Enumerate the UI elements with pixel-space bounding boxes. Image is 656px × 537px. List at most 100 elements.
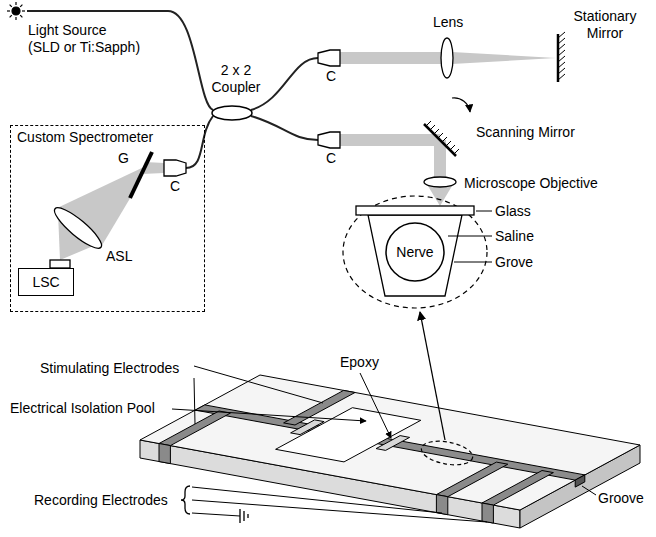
part-name: Nerve bbox=[396, 244, 433, 261]
label-anchor: Groove bbox=[598, 490, 644, 507]
label-anchor: 2 x 2 Coupler bbox=[206, 62, 266, 96]
mirror-hatch bbox=[434, 129, 439, 134]
part-label: C bbox=[170, 178, 180, 195]
sun-core bbox=[12, 7, 20, 15]
leader-line bbox=[194, 378, 195, 424]
label-anchor: Microscope Objective bbox=[464, 175, 598, 192]
label-anchor: Lens bbox=[433, 14, 463, 31]
leader-line bbox=[582, 486, 596, 495]
part-label: Light Source (SLD or Ti:Sapph) bbox=[28, 22, 160, 56]
mirror-hatch bbox=[430, 125, 435, 130]
part-label: ASL bbox=[106, 248, 132, 265]
label-anchor: ASL bbox=[106, 248, 132, 265]
mirror-hatch bbox=[558, 38, 565, 44]
recording-electrode bbox=[436, 495, 447, 515]
leader-line bbox=[448, 236, 492, 237]
fiber-coupler bbox=[212, 106, 252, 120]
recording-electrode bbox=[436, 462, 507, 497]
leader-line bbox=[476, 211, 492, 212]
epoxy-seal bbox=[376, 436, 410, 451]
leader-arrow bbox=[172, 409, 366, 421]
sun-ray bbox=[10, 5, 12, 7]
mirror-hatch bbox=[454, 149, 459, 154]
nerve-outline bbox=[386, 223, 444, 281]
label-anchor: C bbox=[326, 68, 336, 85]
groove-channel bbox=[195, 405, 585, 480]
mirror-hatch bbox=[558, 62, 565, 68]
label-anchor: Glass bbox=[495, 203, 531, 220]
label-anchor: Recording Electrodes bbox=[34, 492, 168, 509]
ground-symbol bbox=[239, 509, 240, 523]
light-beam bbox=[452, 52, 556, 64]
ground-symbol bbox=[247, 514, 248, 518]
label-anchor: Scanning Mirror bbox=[476, 124, 575, 141]
light-beam bbox=[340, 134, 440, 146]
groove-end bbox=[575, 475, 585, 487]
light-beam bbox=[340, 52, 444, 64]
label-anchor: Epoxy bbox=[340, 354, 379, 371]
label-anchor: Light Source (SLD or Ti:Sapph) bbox=[28, 22, 160, 56]
leader-line bbox=[194, 366, 323, 403]
part-label: Electrical Isolation Pool bbox=[10, 400, 155, 417]
part-label: Recording Electrodes bbox=[34, 492, 168, 509]
part-label: C bbox=[326, 150, 336, 167]
mirror-surface bbox=[557, 34, 560, 82]
spectrometer-box: Custom SpectrometerLSC bbox=[10, 125, 205, 312]
board-leaders bbox=[172, 312, 596, 523]
collimator-symbol bbox=[164, 160, 186, 176]
label-anchor: Stimulating Electrodes bbox=[40, 360, 179, 377]
part-label: Stationary Mirror bbox=[563, 8, 647, 42]
objective-lens bbox=[424, 177, 456, 187]
part-name: LSC bbox=[32, 274, 59, 291]
nerve-chamber bbox=[140, 375, 640, 528]
camera-box: LSC bbox=[18, 268, 74, 296]
camera-lens-mount bbox=[50, 260, 70, 268]
lens-symbol bbox=[50, 203, 106, 254]
wrap-spacer bbox=[136, 22, 160, 38]
part-label: Scanning Mirror bbox=[476, 124, 575, 141]
sun-ray bbox=[15, 17, 16, 20]
zoom-region bbox=[419, 437, 474, 468]
mirror-hatch bbox=[558, 32, 565, 38]
collimator-symbol bbox=[318, 50, 340, 66]
sun-ray bbox=[20, 15, 22, 17]
recording-electrode bbox=[482, 503, 493, 523]
label-anchor: Grove bbox=[495, 254, 533, 271]
mirror-hatch bbox=[558, 74, 565, 80]
brace bbox=[181, 486, 190, 514]
nerve-circle: Nerve bbox=[385, 222, 445, 282]
optical-fiber bbox=[27, 11, 213, 110]
electrode-wire bbox=[192, 500, 487, 522]
electrode-wire bbox=[192, 513, 240, 516]
part-label: Lens bbox=[433, 14, 463, 31]
label-anchor: C bbox=[170, 178, 180, 195]
mirror-hatch bbox=[558, 44, 565, 50]
label-anchor: Saline bbox=[495, 228, 534, 245]
label-anchor: Electrical Isolation Pool bbox=[10, 400, 155, 417]
mirror-hatch bbox=[558, 68, 565, 74]
zoom-arrow bbox=[420, 312, 445, 440]
part-label: C bbox=[326, 68, 336, 85]
rotation-arrow bbox=[452, 98, 470, 112]
label-anchor: Stationary Mirror bbox=[563, 8, 647, 42]
sun-ray bbox=[10, 15, 12, 17]
lens-symbol bbox=[441, 38, 453, 78]
collimator-symbol bbox=[318, 132, 340, 148]
zoom-outline bbox=[343, 196, 487, 308]
leader-line bbox=[454, 262, 492, 263]
part-label: Microscope Objective bbox=[464, 175, 598, 192]
stimulating-electrode bbox=[159, 444, 170, 464]
sun-ray bbox=[7, 10, 10, 11]
part-label: Glass bbox=[495, 203, 531, 220]
part-label: Grove bbox=[495, 254, 533, 271]
light-source-icon bbox=[7, 2, 25, 20]
sun-ray bbox=[20, 5, 22, 7]
mirror-surface bbox=[424, 124, 456, 156]
optical-fiber bbox=[251, 58, 318, 110]
optical-fiber bbox=[251, 116, 318, 140]
groove-section bbox=[368, 215, 462, 296]
box-heading: Custom Spectrometer bbox=[17, 129, 153, 146]
mirror-hatch bbox=[426, 121, 431, 126]
part-label: Stimulating Electrodes bbox=[40, 360, 179, 377]
